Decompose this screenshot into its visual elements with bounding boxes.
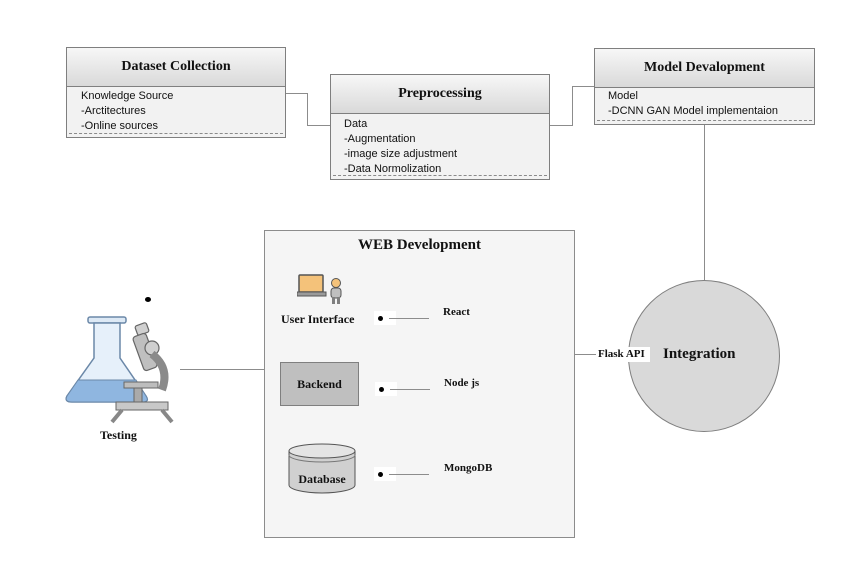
dataset-collection-content: Knowledge Source -Arctitectures -Online … xyxy=(67,86,285,137)
web-development-title: WEB Development xyxy=(358,237,481,253)
dataset-collection-title: Dataset Collection xyxy=(67,48,285,87)
backend-label: Backend xyxy=(297,376,342,391)
connector-preprocessing-model-h2 xyxy=(572,86,595,87)
model-line: -DCNN GAN Model implementaion xyxy=(608,105,778,117)
preprocessing-line: -Augmentation xyxy=(344,133,416,145)
preprocessing-box: Preprocessing Data -Augmentation -image … xyxy=(330,74,550,180)
preprocessing-line: Data xyxy=(344,118,368,130)
mongodb-connector-line xyxy=(389,474,429,475)
model-line: Model xyxy=(608,90,638,102)
lab-testing-icon xyxy=(65,316,174,424)
integration-label: Integration xyxy=(663,346,736,362)
react-connector-line xyxy=(389,318,429,319)
flask-api-label-bg xyxy=(596,347,650,362)
integration-circle xyxy=(628,280,780,432)
testing-label: Testing xyxy=(100,428,137,442)
database-label: Database xyxy=(298,472,346,486)
model-development-content: Model -DCNN GAN Model implementaion xyxy=(595,87,814,124)
mongodb-label: MongoDB xyxy=(444,462,493,474)
model-development-box: Model Devalopment Model -DCNN GAN Model … xyxy=(594,48,815,125)
backend-box: Backend xyxy=(280,362,359,406)
connector-dataset-preprocessing-h1 xyxy=(286,93,308,94)
user-computer-icon xyxy=(297,274,342,304)
preprocessing-title: Preprocessing xyxy=(331,75,549,114)
dataset-line: -Arctitectures xyxy=(81,105,146,117)
mongodb-connector-dot xyxy=(374,467,396,481)
connector-dataset-preprocessing-h2 xyxy=(307,125,331,126)
connector-dataset-preprocessing-v xyxy=(307,93,308,125)
nodejs-label: Node js xyxy=(444,377,480,389)
dataset-line: -Online sources xyxy=(81,120,159,132)
connector-model-integration xyxy=(704,124,705,280)
model-development-title: Model Devalopment xyxy=(595,49,814,88)
web-development-box: WEB Development User Interface Backend D… xyxy=(264,230,575,538)
stray-dot xyxy=(145,297,151,302)
dataset-line: Knowledge Source xyxy=(81,90,174,102)
node-connector-line xyxy=(390,389,430,390)
user-interface-label: User Interface xyxy=(281,312,355,326)
connector-testing-web xyxy=(180,369,264,370)
connector-preprocessing-model-v xyxy=(572,86,573,126)
preprocessing-line: -Data Normolization xyxy=(344,163,442,175)
preprocessing-content: Data -Augmentation -image size adjustmen… xyxy=(331,113,549,179)
node-connector-dot xyxy=(375,382,397,396)
flask-api-label: Flask API xyxy=(598,348,645,360)
database-icon xyxy=(288,443,356,494)
preprocessing-line: -image size adjustment xyxy=(344,148,458,160)
react-label: React xyxy=(443,306,470,318)
dataset-collection-box: Dataset Collection Knowledge Source -Arc… xyxy=(66,47,286,138)
react-connector-dot xyxy=(374,311,396,325)
connector-preprocessing-model-h1 xyxy=(550,125,572,126)
